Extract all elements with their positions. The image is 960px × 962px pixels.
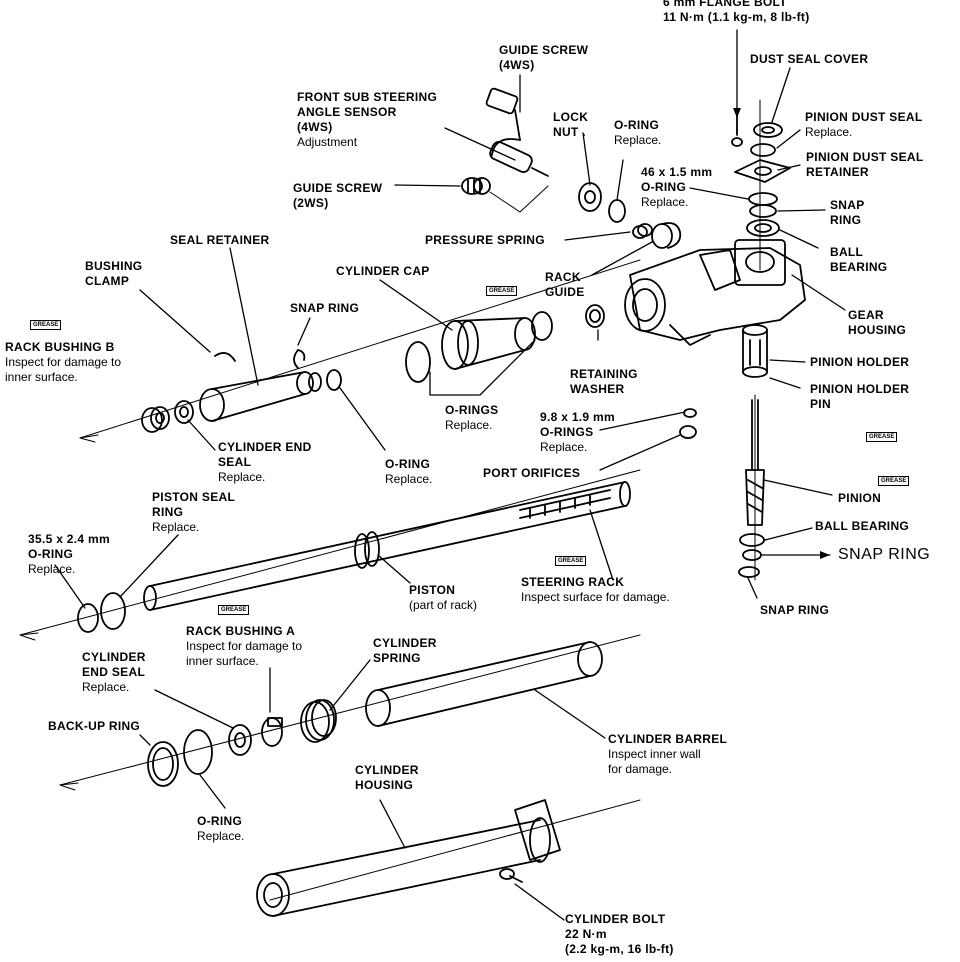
label-ball-bearing-bottom: BALL BEARING bbox=[815, 519, 910, 533]
rack-bushing-a-part bbox=[261, 717, 283, 747]
label-backup-ring: BACK-UP RING bbox=[48, 719, 141, 733]
guide-screw-2ws-part bbox=[461, 177, 491, 195]
pinion-dust-seal-part bbox=[750, 143, 776, 157]
gear-housing-part bbox=[624, 239, 806, 346]
backup-ring-part bbox=[147, 741, 179, 787]
oring-low-part bbox=[183, 729, 213, 775]
arrow-heads bbox=[733, 108, 830, 559]
cylinder-end-seal-low-part bbox=[228, 724, 252, 756]
oring-mid-part bbox=[326, 369, 342, 391]
seal-retainer-part bbox=[199, 371, 322, 422]
ball-bearing-bottom-part bbox=[739, 533, 765, 547]
oring-98-part bbox=[679, 408, 697, 439]
grease-tag-pinion-holder: GREASE bbox=[866, 432, 898, 442]
label-snap-ring-mid: SNAP RING bbox=[290, 301, 360, 315]
oring-355-part bbox=[77, 603, 99, 633]
retaining-washer-part bbox=[585, 304, 605, 328]
rack-bushing-b-part bbox=[141, 406, 170, 433]
grease-tag-rack-bushing-a: GREASE bbox=[218, 605, 250, 615]
lock-nut-part bbox=[578, 182, 602, 212]
snap-ring-big-part bbox=[742, 549, 762, 561]
label-cylinder-cap: CYLINDER CAP bbox=[336, 264, 430, 278]
leader-lines bbox=[54, 29, 846, 921]
label-snap-ring-bottom: SNAP RING bbox=[760, 603, 830, 617]
grease-tag-rack-bushing-b: GREASE bbox=[30, 320, 62, 330]
oring-top-part bbox=[608, 199, 626, 223]
label-pinion: PINION bbox=[838, 491, 882, 505]
label-seal-retainer: SEAL RETAINER bbox=[170, 233, 270, 247]
ball-bearing-top-part bbox=[746, 219, 780, 237]
snap-ring-right-part bbox=[749, 204, 777, 218]
cylinder-spring-part bbox=[300, 699, 337, 743]
label-pinion-holder: PINION HOLDER bbox=[810, 355, 910, 369]
axis-lines bbox=[19, 99, 761, 901]
guide-screw-leader bbox=[489, 185, 549, 213]
label-port-orifices: PORT ORIFICES bbox=[483, 466, 581, 480]
front-sub-sensor-part bbox=[485, 87, 549, 177]
label-snap-ring-big: SNAP RING bbox=[838, 546, 931, 563]
piston-seal-ring-part bbox=[100, 592, 126, 630]
label-guide-screw-2ws: GUIDE SCREW(2WS) bbox=[293, 181, 383, 210]
piston-part bbox=[354, 531, 380, 569]
label-guide-screw-4ws: GUIDE SCREW(4WS) bbox=[499, 43, 589, 72]
cylinder-end-seal-top-part bbox=[174, 400, 194, 424]
rack-guide-part bbox=[651, 222, 682, 249]
cylinder-cap-part bbox=[441, 317, 536, 370]
pressure-spring-part bbox=[632, 223, 653, 239]
grease-tag-pinion: GREASE bbox=[878, 476, 910, 486]
label-pressure-spring: PRESSURE SPRING bbox=[425, 233, 545, 247]
cylinder-bolt-part bbox=[499, 868, 523, 883]
pinion-part bbox=[745, 399, 765, 526]
steering-rack-part bbox=[143, 481, 631, 611]
cylinder-barrel-part bbox=[365, 641, 603, 727]
grease-tag-steering-rack: GREASE bbox=[555, 556, 587, 566]
pinion-holder-part bbox=[742, 324, 768, 378]
pinion-dust-seal-retainer-part bbox=[734, 159, 791, 183]
snap-ring-mid-part bbox=[293, 349, 306, 369]
snap-ring-bottom-part bbox=[738, 566, 760, 578]
bushing-clamp-part bbox=[214, 352, 236, 362]
label-piston: PISTON(part of rack) bbox=[409, 583, 478, 612]
label-dust-seal-cover: DUST SEAL COVER bbox=[750, 52, 869, 66]
dust-seal-cover-part bbox=[753, 122, 783, 138]
orings-cap-part bbox=[405, 311, 553, 383]
oring-46-part bbox=[748, 192, 778, 206]
grease-tag-cylinder-cap: GREASE bbox=[486, 286, 518, 296]
cylinder-housing-part bbox=[256, 799, 561, 917]
